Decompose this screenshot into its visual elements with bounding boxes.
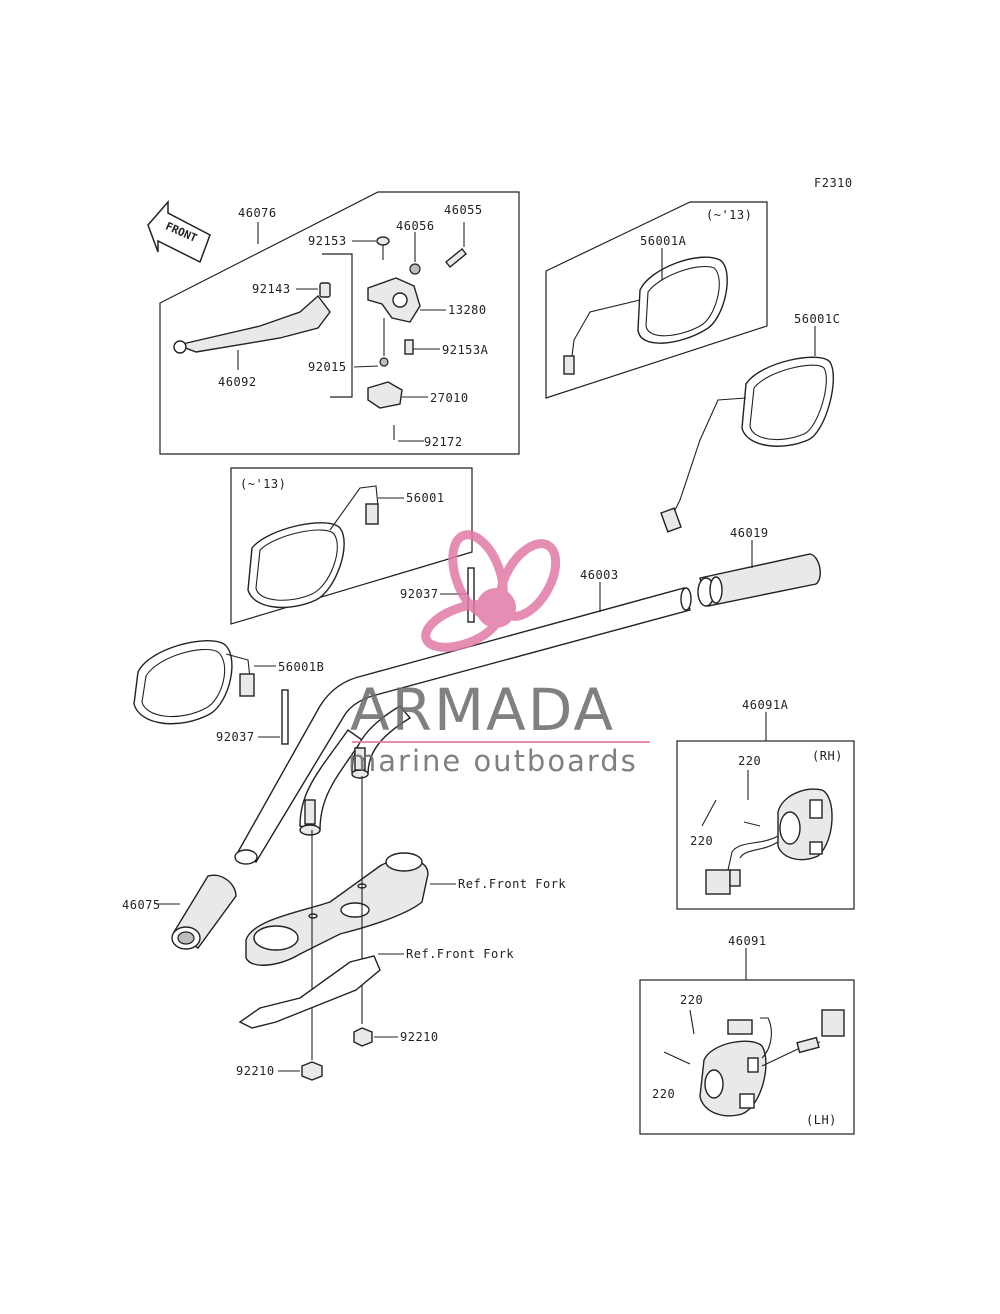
label-ref-front-fork-2: Ref.Front Fork (406, 947, 514, 961)
variant-years-a: (~'13) (706, 208, 752, 222)
cable-guide-plate (238, 955, 381, 1029)
label-220-rh-top: 220 (738, 754, 761, 768)
label-46091: 46091 (728, 934, 767, 948)
label-92153A: 92153A (442, 343, 489, 357)
assembly-box-56001 (230, 467, 473, 625)
watermark: ARMADA marine outboards (348, 530, 650, 778)
label-56001: 56001 (406, 491, 445, 505)
label-92037-top: 92037 (400, 587, 439, 601)
clutch-switch (367, 381, 403, 409)
label-13280: 13280 (448, 303, 487, 317)
label-220-lh-left: 220 (652, 1087, 675, 1101)
handlebar: 46003 (234, 568, 692, 865)
mirror-56001A (637, 256, 728, 344)
front-arrow-icon: FRONT (147, 199, 211, 264)
assembly-box-46091A (676, 740, 855, 910)
label-46055: 46055 (444, 203, 483, 217)
clutch-lever (175, 294, 331, 353)
label-46056: 46056 (396, 219, 435, 233)
sub-bracket (322, 253, 353, 398)
variant-rh: (RH) (812, 749, 843, 763)
variant-lh: (LH) (806, 1113, 837, 1127)
assembly-box-56001A (545, 201, 768, 399)
label-27010: 27010 (430, 391, 469, 405)
label-92210-right: 92210 (400, 1030, 439, 1044)
label-56001C: 56001C (794, 312, 840, 326)
upper-bracket: Ref.Front Fork (245, 776, 566, 1060)
mirror-56001-group: (~'13) 56001 (230, 467, 473, 625)
mirror-56001C (741, 356, 834, 447)
label-56001A: 56001A (640, 234, 687, 248)
watermark-brand: ARMADA (350, 676, 615, 744)
mirror-56001 (247, 522, 345, 609)
mirror-56001C-group: 56001C (660, 312, 840, 533)
cable-clamp-top: 92037 (400, 567, 475, 623)
grip-46075-group: 46075 (122, 874, 237, 950)
mirror-56001B (133, 640, 233, 725)
label-46076: 46076 (238, 206, 277, 220)
label-ref-front-fork-1: Ref.Front Fork (458, 877, 566, 891)
mirror-56001B-group: 56001B (133, 640, 324, 725)
clutch-lever-assembly: 46076 46092 92143 92153 46056 46055 1328… (159, 191, 520, 455)
propeller-logo-icon (421, 530, 561, 652)
handlebar-46003 (237, 587, 691, 863)
label-220-lh-top: 220 (680, 993, 703, 1007)
label-92037-left: 92037 (216, 730, 255, 744)
watermark-tagline: marine outboards (348, 744, 638, 778)
label-92153: 92153 (308, 234, 347, 248)
label-46019: 46019 (730, 526, 769, 540)
grip-46019-group: 46019 (697, 526, 821, 607)
label-46092: 46092 (218, 375, 257, 389)
switch-lh-group: 46091 (LH) 220 220 (639, 934, 855, 1135)
switch-rh-group: 46091A (RH) 220 220 (676, 698, 855, 910)
label-46003: 46003 (580, 568, 619, 582)
lower-plate: Ref.Front Fork (238, 947, 514, 1029)
label-92172: 92172 (424, 435, 463, 449)
label-92015: 92015 (308, 360, 347, 374)
assembly-box-46091 (639, 979, 855, 1135)
cable-clamp-left: 92037 (216, 689, 289, 745)
mirror-56001A-group: (~'13) 56001A (545, 201, 768, 399)
label-92210-left: 92210 (236, 1064, 275, 1078)
throttle-grip-46019 (699, 553, 821, 607)
label-220-rh-left: 220 (690, 834, 713, 848)
variant-years-b: (~'13) (240, 477, 286, 491)
nut-92210-right: 92210 (353, 1027, 439, 1047)
nut-92210-left: 92210 (236, 1061, 323, 1081)
label-92143: 92143 (252, 282, 291, 296)
label-56001B: 56001B (278, 660, 324, 674)
label-46075: 46075 (122, 898, 161, 912)
assembly-box-46076 (159, 191, 520, 455)
figure-code: F2310 (814, 176, 853, 190)
label-46091A: 46091A (742, 698, 789, 712)
